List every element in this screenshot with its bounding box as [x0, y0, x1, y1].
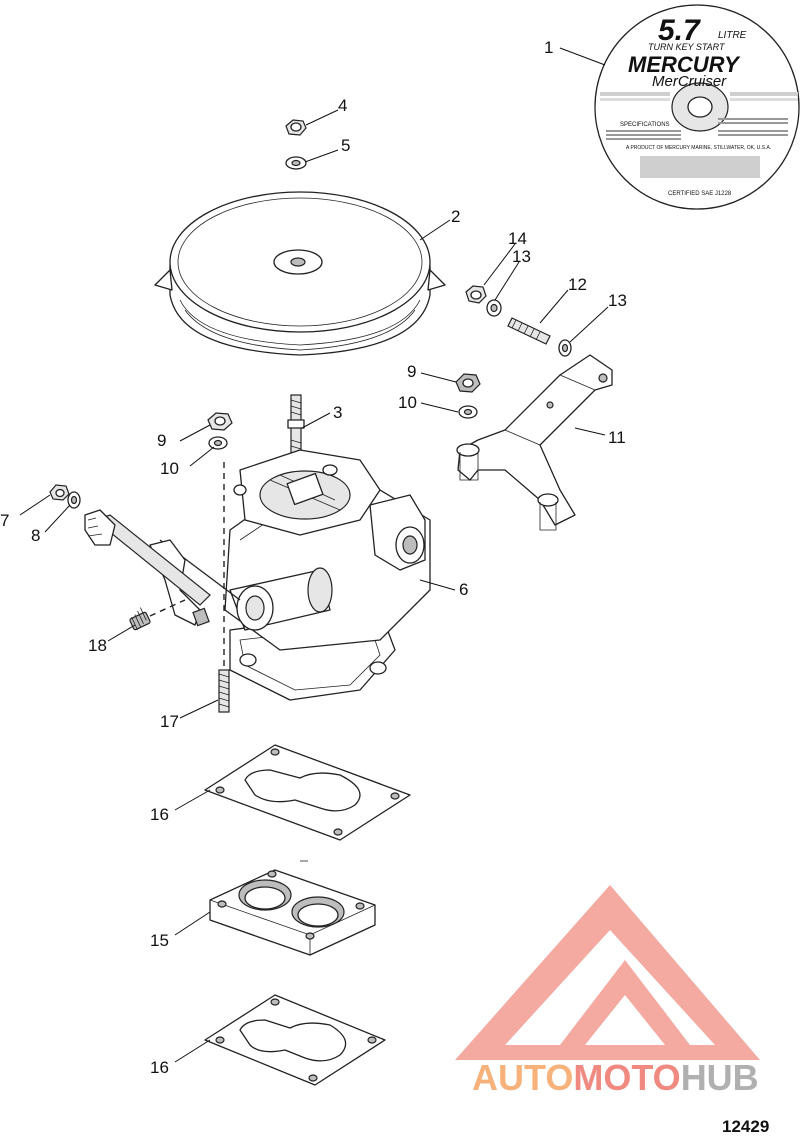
carburetor-gasket-upper	[204, 744, 411, 841]
callout-labels: 1 2 3 4 5 6 7 8 9 9 10 10 11 12 13 13 14…	[0, 38, 627, 1077]
bracket-washer-13-upper	[486, 299, 502, 317]
callout-7: 7	[0, 511, 9, 530]
callout-11: 11	[608, 428, 626, 447]
callout-3: 3	[333, 403, 342, 422]
decal-maker-line: A PRODUCT OF MERCURY MARINE, STILLWATER,…	[626, 145, 771, 151]
carburetor-nut-9	[207, 412, 233, 431]
bracket-washer-10	[458, 405, 478, 419]
callout-16-upper: 16	[150, 805, 169, 824]
callout-15: 15	[150, 931, 169, 950]
bracket-washer-13-lower	[558, 339, 572, 357]
sensor-washer	[67, 491, 81, 509]
callout-18: 18	[88, 636, 107, 655]
decal-unit: LITRE	[718, 30, 747, 41]
decal-spec-heading: SPECIFICATIONS	[620, 122, 670, 128]
watermark-triangle-mark	[560, 960, 690, 1045]
callout-6: 6	[459, 580, 468, 599]
flame-arrestor-assembly	[154, 191, 446, 356]
watermark-auto: AUTO	[472, 1057, 573, 1098]
bracket-nut-9	[455, 373, 481, 393]
sensor-nut	[49, 484, 70, 501]
bracket-stud	[507, 317, 551, 345]
callout-14: 14	[508, 229, 527, 248]
decal-brand: MERCURY	[628, 52, 741, 77]
callout-17: 17	[160, 712, 179, 731]
callout-10-right: 10	[398, 393, 417, 412]
carburetor-spacer	[209, 869, 376, 956]
decal-displacement: 5.7	[658, 14, 701, 47]
callout-13-upper: 13	[512, 247, 531, 266]
callout-13-lower: 13	[608, 291, 627, 310]
decal-product: MerCruiser	[652, 73, 727, 90]
decal-tagline: TURN KEY START	[648, 42, 726, 52]
callout-16-lower: 16	[150, 1058, 169, 1077]
callout-4: 4	[338, 96, 347, 115]
air-cleaner-washer	[285, 156, 307, 170]
watermark-text: AUTOMOTOHUB	[472, 1057, 759, 1098]
callout-2: 2	[451, 207, 460, 226]
bracket-nut-14	[465, 285, 487, 304]
callout-9-left: 9	[157, 431, 166, 450]
callout-10-left: 10	[160, 459, 179, 478]
callout-9-right: 9	[407, 362, 416, 381]
throttle-cable-bracket	[456, 354, 613, 531]
air-cleaner-nut	[285, 119, 307, 136]
decal-certified: CERTIFIED SAE J1228	[668, 191, 732, 197]
carburetor-gasket-lower	[204, 994, 386, 1086]
watermark-logo: AUTOMOTOHUB	[455, 885, 760, 1098]
figure-number: 12429	[722, 1117, 769, 1136]
callout-12: 12	[568, 275, 587, 294]
carburetor-stud	[218, 669, 230, 713]
callout-5: 5	[341, 136, 350, 155]
carburetor-washer-10	[208, 436, 228, 450]
decal-fine-print	[606, 118, 788, 178]
callout-8: 8	[31, 526, 40, 545]
decal-5-7-litre: 5.7 LITRE TURN KEY START MERCURY MerCrui…	[594, 4, 800, 210]
carburetor-assembly	[84, 449, 431, 701]
watermark-moto: MOTO	[573, 1057, 680, 1098]
callout-leaders	[19, 47, 609, 1063]
decal-stripes	[600, 92, 798, 101]
callout-1: 1	[544, 38, 553, 57]
watermark-hub: HUB	[681, 1057, 759, 1098]
